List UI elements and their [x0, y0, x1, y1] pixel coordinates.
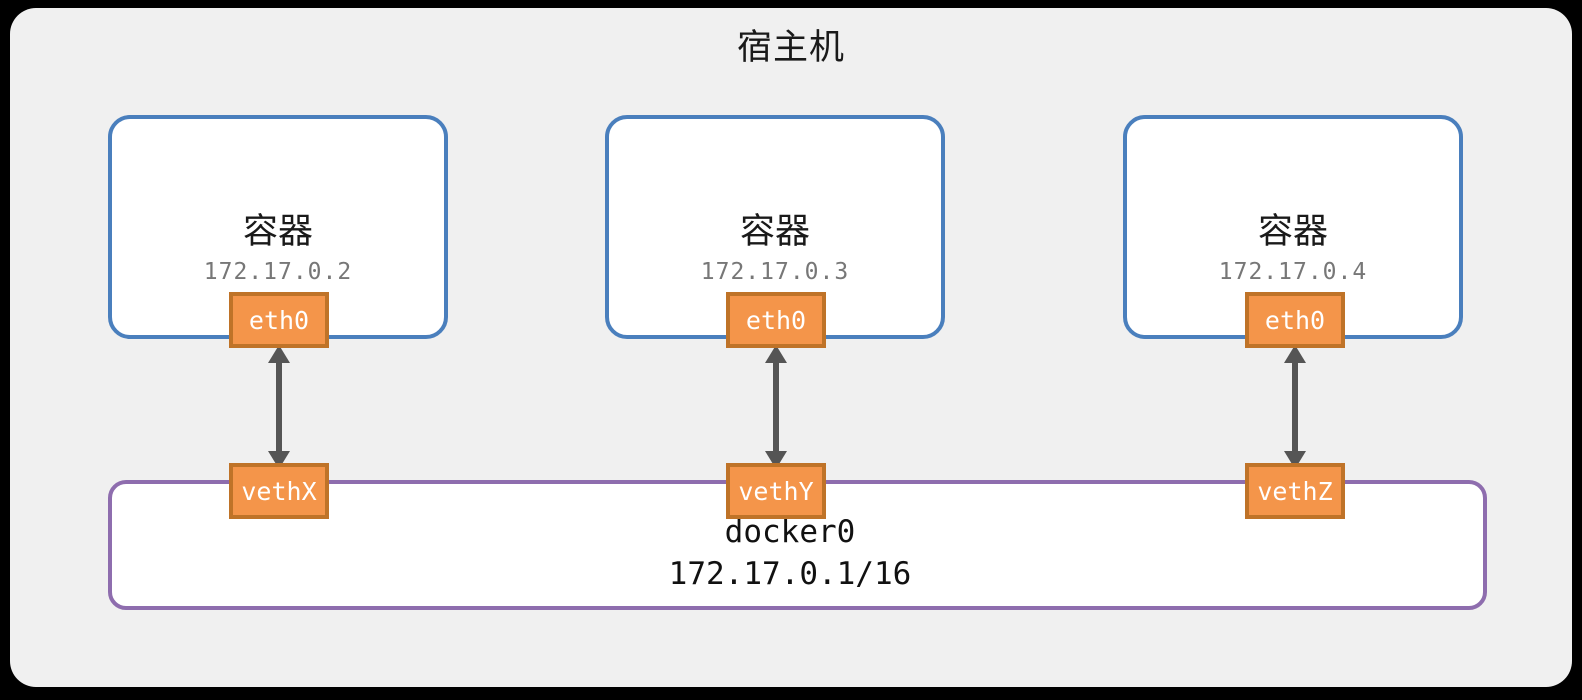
- docker0-label: docker0: [724, 514, 856, 550]
- container-ip-1: 172.17.0.2: [203, 259, 353, 285]
- veth-interface-1[interactable]: vethX: [229, 463, 329, 519]
- veth-pair-arrow-1: [259, 344, 299, 470]
- container-ip-2: 172.17.0.3: [700, 259, 850, 285]
- veth-interface-2[interactable]: vethY: [726, 463, 826, 519]
- veth-interface-3[interactable]: vethZ: [1245, 463, 1345, 519]
- docker0-ip: 172.17.0.1/16: [668, 556, 912, 592]
- eth0-interface-2[interactable]: eth0: [726, 292, 826, 348]
- veth-pair-arrow-3: [1275, 344, 1315, 470]
- container-ip-3: 172.17.0.4: [1218, 259, 1368, 285]
- eth0-interface-1[interactable]: eth0: [229, 292, 329, 348]
- container-label-2: 容器: [739, 212, 810, 252]
- host-machine-title: 宿主机: [736, 28, 845, 68]
- veth-pair-arrow-2: [756, 344, 796, 470]
- container-label-3: 容器: [1257, 212, 1328, 252]
- eth0-interface-3[interactable]: eth0: [1245, 292, 1345, 348]
- container-label-1: 容器: [242, 212, 313, 252]
- container-box-1[interactable]: 容器 172.17.0.2: [108, 115, 448, 339]
